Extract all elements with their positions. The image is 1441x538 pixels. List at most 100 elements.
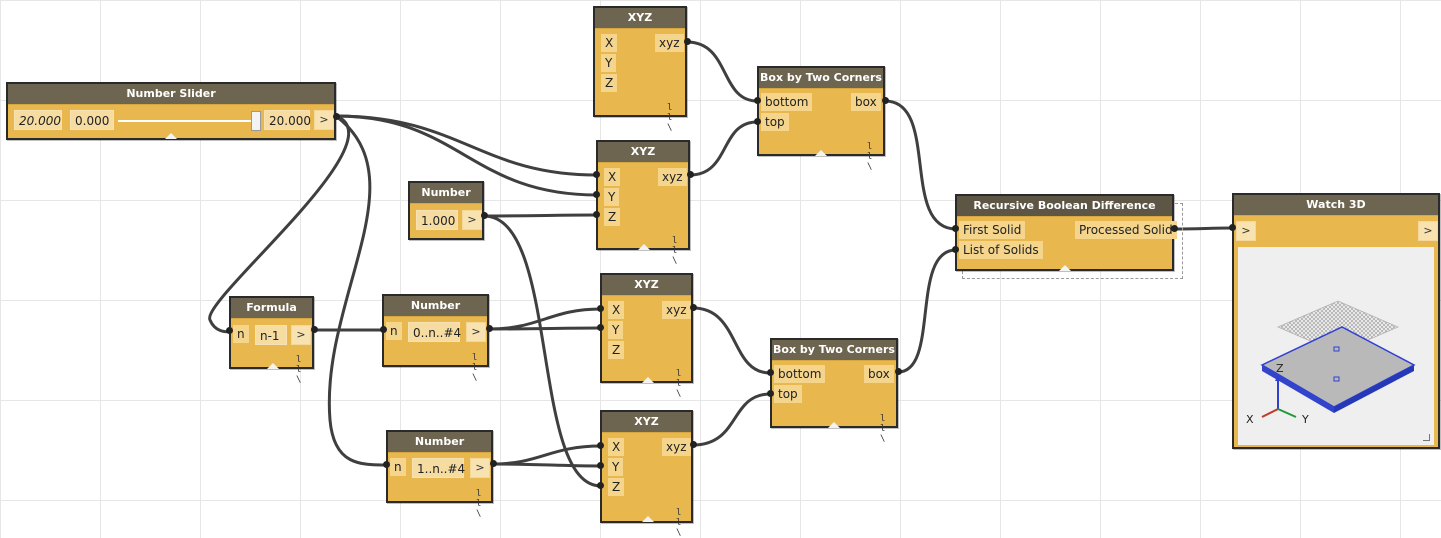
- slider-output-port[interactable]: >: [314, 110, 334, 130]
- port-dot[interactable]: [1171, 225, 1178, 232]
- input-z[interactable]: Z: [608, 341, 625, 359]
- output-xyz[interactable]: xyz: [662, 438, 691, 456]
- number-node-range-1[interactable]: Number n 1..n..#4 > l l \: [386, 430, 493, 519]
- number-node-range-0[interactable]: Number n 0..n..#4 > l l \: [382, 294, 489, 383]
- formula-node[interactable]: Formula n n-1 > l l \: [229, 296, 314, 385]
- port-dot[interactable]: [690, 441, 697, 448]
- input-n[interactable]: n: [386, 322, 402, 340]
- port-dot[interactable]: [690, 304, 697, 311]
- port-dot[interactable]: [882, 97, 889, 104]
- preview-toggle-icon[interactable]: [638, 244, 650, 250]
- lacing-icon[interactable]: l l \: [676, 369, 683, 399]
- input-bottom[interactable]: bottom: [774, 365, 826, 383]
- input-n[interactable]: n: [390, 458, 406, 476]
- input-bottom[interactable]: bottom: [761, 93, 813, 111]
- slider-max-field[interactable]: 20.000: [264, 110, 311, 130]
- watch-output-port[interactable]: >: [1418, 221, 1438, 241]
- preview-toggle-icon[interactable]: [165, 133, 177, 139]
- slider-min-field[interactable]: 0.000: [70, 110, 114, 130]
- port-dot[interactable]: [226, 327, 233, 334]
- input-x[interactable]: X: [608, 438, 625, 456]
- input-first-solid[interactable]: First Solid: [959, 221, 1026, 239]
- port-dot[interactable]: [684, 38, 691, 45]
- formula-output-port[interactable]: >: [291, 325, 311, 345]
- lacing-icon[interactable]: l l \: [880, 414, 887, 444]
- input-y[interactable]: Y: [601, 54, 617, 72]
- input-top[interactable]: top: [774, 385, 802, 403]
- lacing-icon[interactable]: l l \: [676, 508, 683, 538]
- xyz-node-mid[interactable]: XYZ X Y Z xyz l l \: [596, 140, 690, 266]
- xyz-node-c[interactable]: XYZ X Y Z xyz l l \: [600, 273, 693, 399]
- output-processed-solid[interactable]: Processed Solid: [1075, 221, 1177, 239]
- preview-toggle-icon[interactable]: [828, 422, 840, 428]
- formula-expression[interactable]: n-1: [255, 325, 287, 345]
- preview-toggle-icon[interactable]: [642, 377, 654, 383]
- port-dot[interactable]: [1229, 224, 1236, 231]
- number-value-field[interactable]: 1.000: [416, 210, 458, 230]
- preview-toggle-icon[interactable]: [1059, 265, 1071, 271]
- input-y[interactable]: Y: [604, 188, 620, 206]
- xyz-node-d[interactable]: XYZ X Y Z xyz l l \: [600, 410, 693, 538]
- port-dot[interactable]: [597, 482, 604, 489]
- watch-3d-node[interactable]: Watch 3D > > Z X Y: [1232, 193, 1440, 449]
- output-xyz[interactable]: xyz: [662, 301, 691, 319]
- preview-toggle-icon[interactable]: [642, 516, 654, 522]
- port-dot[interactable]: [486, 325, 493, 332]
- input-y[interactable]: Y: [608, 458, 624, 476]
- port-dot[interactable]: [952, 225, 959, 232]
- box-by-two-corners-node-2[interactable]: Box by Two Corners bottom top box l l \: [770, 338, 898, 444]
- port-dot[interactable]: [597, 305, 604, 312]
- slider-track[interactable]: [118, 120, 258, 122]
- preview-toggle-icon[interactable]: [267, 363, 279, 369]
- port-dot[interactable]: [311, 326, 318, 333]
- port-dot[interactable]: [754, 97, 761, 104]
- input-y[interactable]: Y: [608, 321, 624, 339]
- number-output-port[interactable]: >: [470, 458, 490, 478]
- port-dot[interactable]: [754, 118, 761, 125]
- port-dot[interactable]: [895, 368, 902, 375]
- input-n[interactable]: n: [233, 325, 249, 343]
- lacing-icon[interactable]: l l \: [296, 355, 303, 385]
- port-dot[interactable]: [597, 324, 604, 331]
- lacing-icon[interactable]: l l \: [476, 489, 483, 519]
- port-dot[interactable]: [593, 191, 600, 198]
- input-x[interactable]: X: [604, 168, 621, 186]
- lacing-icon[interactable]: l l \: [672, 236, 679, 266]
- port-dot[interactable]: [767, 390, 774, 397]
- input-z[interactable]: Z: [601, 74, 618, 92]
- number-output-port[interactable]: >: [466, 322, 486, 342]
- port-dot[interactable]: [481, 212, 488, 219]
- lacing-icon[interactable]: l l \: [867, 142, 874, 172]
- watch-3d-viewport[interactable]: Z X Y: [1238, 247, 1434, 445]
- number-node-1[interactable]: Number 1.000 >: [408, 181, 484, 240]
- recursive-boolean-difference-node[interactable]: Recursive Boolean Difference First Solid…: [955, 194, 1177, 271]
- slider-value-field[interactable]: 20.000: [14, 110, 62, 130]
- port-dot[interactable]: [593, 211, 600, 218]
- port-dot[interactable]: [383, 461, 390, 468]
- port-dot[interactable]: [593, 171, 600, 178]
- port-dot[interactable]: [952, 246, 959, 253]
- port-dot[interactable]: [490, 460, 497, 467]
- number-slider-node[interactable]: Number Slider 20.000 0.000 20.000 >: [6, 82, 336, 140]
- box-by-two-corners-node-1[interactable]: Box by Two Corners bottom top box l l \: [757, 66, 885, 172]
- input-z[interactable]: Z: [604, 208, 621, 226]
- lacing-icon[interactable]: l l \: [472, 353, 479, 383]
- port-dot[interactable]: [380, 326, 387, 333]
- input-top[interactable]: top: [761, 113, 789, 131]
- resize-grip-icon[interactable]: [1423, 434, 1430, 441]
- preview-toggle-icon[interactable]: [815, 150, 827, 156]
- input-x[interactable]: X: [601, 34, 618, 52]
- input-z[interactable]: Z: [608, 478, 625, 496]
- port-dot[interactable]: [597, 442, 604, 449]
- output-xyz[interactable]: xyz: [658, 168, 687, 186]
- number-output-port[interactable]: >: [462, 210, 482, 230]
- slider-output-dot[interactable]: [333, 113, 340, 120]
- number-range-field[interactable]: 0..n..#4: [408, 322, 461, 342]
- output-box[interactable]: box: [864, 365, 894, 383]
- number-range-field[interactable]: 1..n..#4: [412, 458, 465, 478]
- input-x[interactable]: X: [608, 301, 625, 319]
- slider-thumb[interactable]: [251, 111, 261, 131]
- watch-input-port[interactable]: >: [1236, 221, 1256, 241]
- output-box[interactable]: box: [851, 93, 881, 111]
- port-dot[interactable]: [687, 171, 694, 178]
